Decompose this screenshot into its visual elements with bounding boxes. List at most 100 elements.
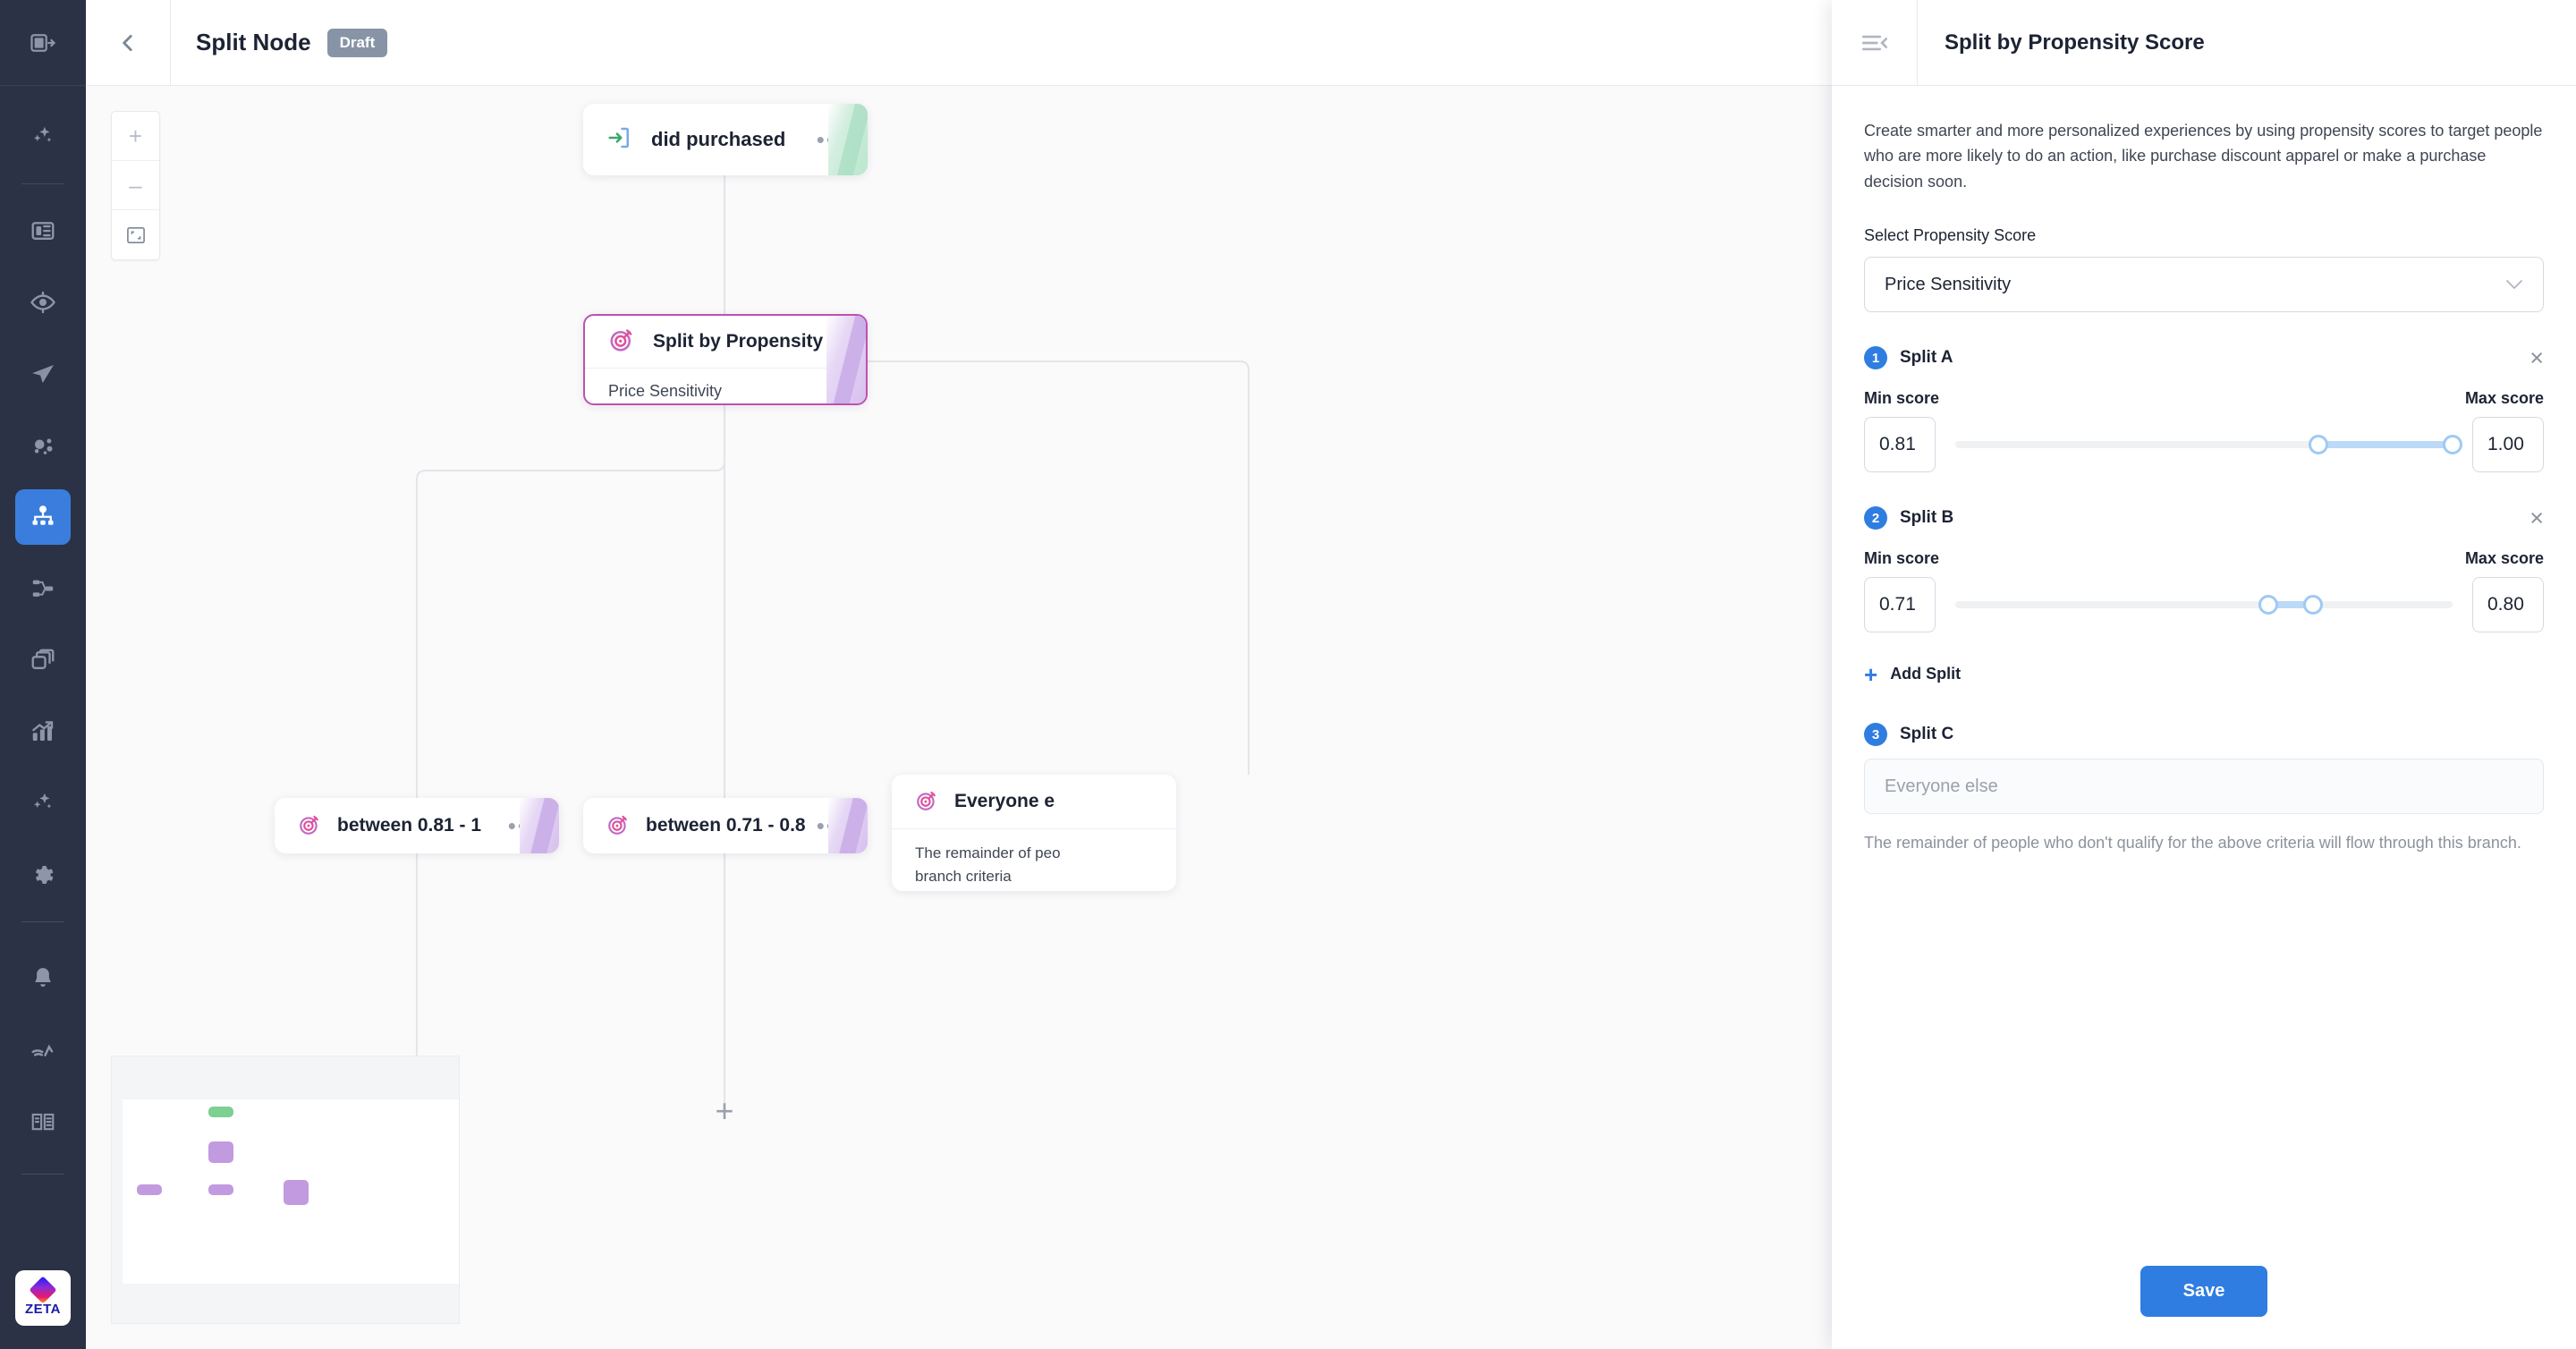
propensity-score-value: Price Sensitivity [1885, 274, 2012, 294]
layers-stack-icon[interactable] [15, 632, 71, 688]
activity-pulse-icon[interactable] [15, 1022, 71, 1078]
split-a-title: Split A [1900, 348, 1953, 368]
add-split-label: Add Split [1890, 665, 1962, 683]
split-b-number: 2 [1864, 506, 1887, 530]
plus-icon: + [1864, 660, 1878, 688]
split-config-panel: Split by Propensity Score Create smarter… [1832, 0, 2576, 1349]
bell-notifications-icon[interactable] [15, 951, 71, 1006]
zeta-wordmark: ZETA [24, 1301, 62, 1317]
zoom-in-button[interactable]: + [112, 112, 159, 161]
split-c-number: 3 [1864, 723, 1887, 747]
panel-toggle-icon[interactable] [15, 15, 71, 71]
split-a-number: 1 [1864, 346, 1887, 370]
split-a-max-label: Max score [2464, 389, 2544, 408]
data-cloud-icon[interactable] [15, 418, 71, 473]
back-button[interactable] [86, 0, 171, 85]
split-c-header: 3 Split C [1864, 723, 2544, 747]
split-b-title: Split B [1900, 508, 1954, 528]
zoom-controls[interactable]: + – [111, 111, 160, 260]
split-b-max-label: Max score [2464, 549, 2544, 568]
slider-selected-range [2268, 601, 2314, 609]
fit-view-button[interactable] [112, 210, 159, 259]
node-label: between 0.81 - 1 [337, 815, 482, 836]
propensity-target-icon [298, 813, 323, 838]
fit-screen-icon [126, 226, 145, 243]
minimap-node [284, 1180, 309, 1205]
split-a-min-label: Min score [1864, 389, 1940, 408]
page-title: Split Node [196, 29, 311, 55]
node-label: between 0.71 - 0.8 [646, 815, 806, 836]
node-menu-button[interactable]: ••• [507, 812, 538, 839]
collapse-panel-icon [1861, 35, 1887, 50]
node-header: Everyone e [892, 775, 1176, 828]
flow-node-branch-a[interactable]: between 0.81 - 1 ••• [275, 798, 559, 853]
split-b-min-label: Min score [1864, 549, 1940, 568]
minimap-node [208, 1141, 233, 1163]
node-header: between 0.71 - 0.8 ••• [583, 798, 868, 853]
propensity-target-icon [608, 327, 639, 357]
propensity-target-icon [915, 789, 940, 814]
add-split-button[interactable]: + Add Split [1864, 660, 1962, 688]
node-label: Everyone e [954, 791, 1055, 811]
flow-node-split-by-propensity-score[interactable]: Split by Propensity Score ••• Price Sens… [583, 314, 868, 405]
add-node-button-branch-b[interactable]: + [715, 1092, 734, 1129]
split-a-remove-button[interactable]: × [2529, 344, 2544, 372]
split-a-min-thumb[interactable] [2308, 435, 2328, 455]
split-c-title: Split C [1900, 725, 1954, 744]
propensity-target-icon [606, 813, 631, 838]
sparkles-ai-icon[interactable] [15, 109, 71, 165]
split-b-min-thumb[interactable] [2258, 595, 2279, 615]
split-b-min-input[interactable] [1864, 577, 1936, 633]
sparkles-insights-icon[interactable] [15, 776, 71, 831]
flow-node-branch-c[interactable]: Everyone e The remainder of peo branch c… [892, 775, 1176, 891]
node-body-text: Price Sensitivity [585, 368, 866, 403]
split-a-max-input[interactable] [2472, 417, 2544, 473]
app-rail: ZETA [0, 0, 86, 1349]
node-menu-button[interactable]: ••• [816, 812, 846, 839]
rail-panel-toggle[interactable] [0, 0, 86, 86]
node-header: Split by Propensity Score ••• [585, 316, 866, 368]
sidebar-item-journeys[interactable] [15, 489, 71, 545]
slider-track [1955, 601, 2453, 609]
flow-node-branch-b[interactable]: between 0.71 - 0.8 ••• [583, 798, 868, 853]
flow-node-did-purchased[interactable]: did purchased ••• [583, 104, 868, 175]
audience-target-icon[interactable] [15, 275, 71, 330]
rail-divider-1 [21, 183, 64, 184]
minimap-node [208, 1107, 233, 1117]
collapse-panel-button[interactable] [1832, 0, 1918, 85]
split-b-header: 2 Split B × [1864, 506, 2544, 530]
split-b-max-thumb[interactable] [2303, 595, 2324, 615]
panel-description: Create smarter and more personalized exp… [1864, 122, 2543, 191]
workflow-branch-icon[interactable] [15, 561, 71, 616]
node-menu-button[interactable]: ••• [816, 126, 846, 153]
split-a-range-slider[interactable] [1955, 417, 2462, 472]
entry-arrow-icon [606, 124, 637, 155]
split-a-max-thumb[interactable] [2443, 435, 2462, 455]
zeta-logo[interactable]: ZETA [15, 1270, 71, 1326]
split-b-range-slider[interactable] [1955, 577, 2453, 632]
split-b-max-input[interactable] [2472, 577, 2544, 633]
split-c-value-field: Everyone else [1864, 759, 2544, 815]
slider-selected-range [2318, 441, 2453, 449]
split-a-score-labels: Min score Max score [1864, 389, 2544, 408]
split-b-remove-button[interactable]: × [2529, 505, 2544, 532]
book-docs-icon[interactable] [15, 1094, 71, 1150]
zoom-out-button[interactable]: – [112, 161, 159, 210]
node-body-text: The remainder of peo branch criteria [892, 828, 1176, 891]
split-c-help-text: The remainder of people who don't qualif… [1864, 834, 2521, 853]
split-a-min-input[interactable] [1864, 417, 1936, 473]
propensity-score-select[interactable]: Price Sensitivity [1864, 257, 2544, 313]
split-a-header: 1 Split A × [1864, 344, 2544, 372]
panel-body: Create smarter and more personalized exp… [1832, 86, 2576, 1266]
rail-divider-3 [21, 1174, 64, 1175]
send-paper-plane-icon[interactable] [15, 346, 71, 402]
node-label: did purchased [651, 128, 786, 150]
analytics-chart-icon[interactable] [15, 704, 71, 759]
canvas-minimap[interactable] [111, 1056, 460, 1324]
dashboard-icon[interactable] [15, 203, 71, 259]
gear-settings-icon[interactable] [15, 847, 71, 903]
split-c-placeholder: Everyone else [1885, 776, 1998, 796]
save-button[interactable]: Save [2140, 1266, 2268, 1317]
split-b-score-labels: Min score Max score [1864, 549, 2544, 568]
status-badge: Draft [326, 28, 388, 57]
